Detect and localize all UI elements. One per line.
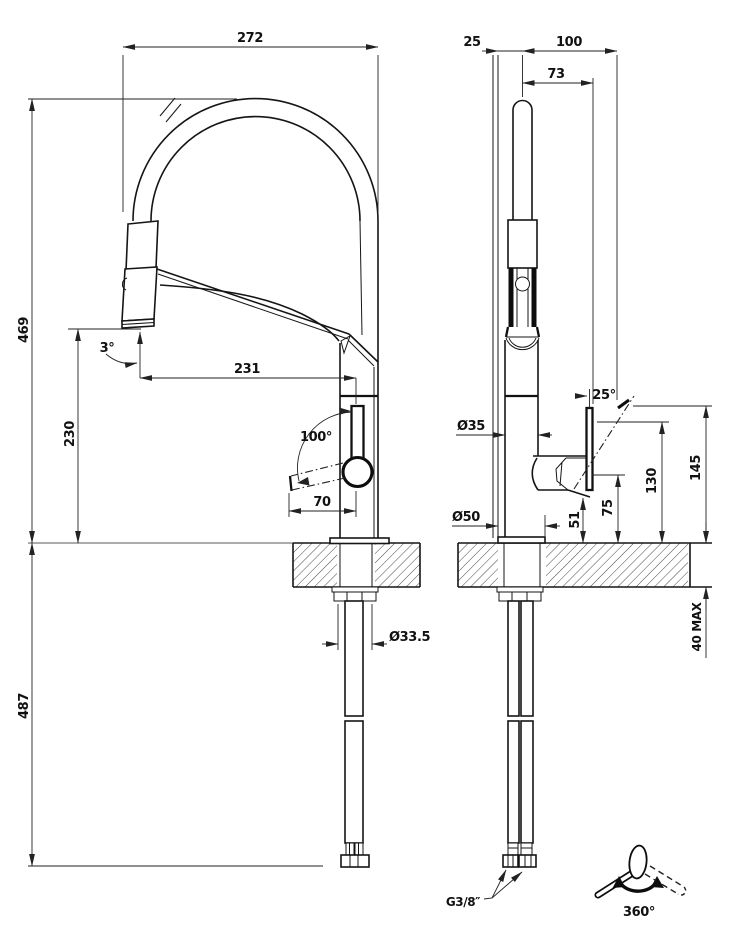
thread-callout: G3/8″ xyxy=(446,869,523,909)
dim-230: 230 xyxy=(63,328,141,544)
arch-outer xyxy=(132,97,379,222)
base-plate-front xyxy=(329,537,390,545)
dim-51-label: 51 xyxy=(568,511,583,529)
hose-seam-tick xyxy=(165,103,182,123)
diverter-button xyxy=(515,276,530,292)
dim-25-100: 25 100 xyxy=(463,35,618,400)
dim-d35: Ø35 xyxy=(456,419,552,438)
dim-d50: Ø50 xyxy=(452,510,560,536)
handle-bar xyxy=(350,404,365,458)
dim-130-label: 130 xyxy=(645,468,660,494)
pullout-hose xyxy=(340,600,370,868)
dim-3deg-label: 3° xyxy=(100,341,115,356)
dim-231: 231 xyxy=(139,362,357,404)
dim-33-5-label: Ø33.5 xyxy=(389,630,430,645)
supply-hoses xyxy=(502,600,537,868)
dim-70-label: 70 xyxy=(313,495,331,510)
dim-75: 75 xyxy=(592,474,625,544)
lever-tilted-cap xyxy=(617,398,630,410)
dim-73-label: 73 xyxy=(547,67,565,82)
dim-469-label: 469 xyxy=(17,317,32,343)
locknut xyxy=(333,591,377,602)
washer xyxy=(331,586,379,593)
base-plate-side xyxy=(497,536,546,544)
handle-ball xyxy=(341,455,374,489)
dim-25deg: 25° xyxy=(575,388,616,408)
countertop xyxy=(28,542,712,588)
dim-70: 70 xyxy=(288,491,357,517)
side-undercounter xyxy=(496,586,544,868)
dim-487: 487 xyxy=(17,542,323,867)
dim-487-label: 487 xyxy=(17,693,32,719)
dim-272: 272 xyxy=(122,31,379,215)
arch-inner xyxy=(150,115,361,222)
dim-75-label: 75 xyxy=(601,499,616,517)
front-view xyxy=(121,97,390,587)
hose-tube-top xyxy=(512,99,533,220)
dim-d50-label: Ø50 xyxy=(452,510,480,525)
dim-25-label: 25 xyxy=(463,35,481,50)
swivel-label: 360° xyxy=(623,905,655,920)
hose-seam-tick xyxy=(159,97,176,117)
valve-body xyxy=(531,455,591,498)
dim-100-label: 100 xyxy=(556,35,582,50)
lever-up-position xyxy=(585,406,594,492)
swivel-icon: 360° xyxy=(594,844,687,920)
spout-arm xyxy=(156,268,379,367)
thread-label: G3/8″ xyxy=(446,895,481,909)
dim-469: 469 xyxy=(17,98,237,544)
dim-231-label: 231 xyxy=(234,362,260,377)
dim-73: 73 xyxy=(522,67,594,404)
spray-head xyxy=(121,220,159,329)
diverter-slot xyxy=(504,267,541,351)
side-view xyxy=(492,55,635,587)
dim-145-label: 145 xyxy=(689,455,704,481)
dim-33-5: Ø33.5 xyxy=(322,604,431,650)
handle-front xyxy=(288,404,374,492)
dim-100deg: 100° xyxy=(297,407,353,486)
dim-40max-label: 40 MAX xyxy=(690,601,704,651)
lever-knob xyxy=(628,844,648,880)
dim-51: 51 xyxy=(568,497,586,544)
hose-nut xyxy=(502,854,519,868)
dim-230-label: 230 xyxy=(63,421,78,447)
dim-d35-label: Ø35 xyxy=(457,419,485,434)
hose-nut xyxy=(340,854,370,868)
hose-nut xyxy=(518,854,537,868)
lever-end-cap xyxy=(288,475,293,492)
lever-axis xyxy=(573,395,635,490)
dim-40max: 40 MAX xyxy=(690,522,709,658)
dim-3deg: 3° xyxy=(100,331,143,378)
dim-272-label: 272 xyxy=(237,31,263,46)
dim-145: 145 xyxy=(633,405,712,544)
dim-25deg-label: 25° xyxy=(592,388,615,403)
dim-100deg-label: 100° xyxy=(300,430,332,445)
front-undercounter xyxy=(331,586,379,868)
dim-130: 130 xyxy=(597,421,669,544)
